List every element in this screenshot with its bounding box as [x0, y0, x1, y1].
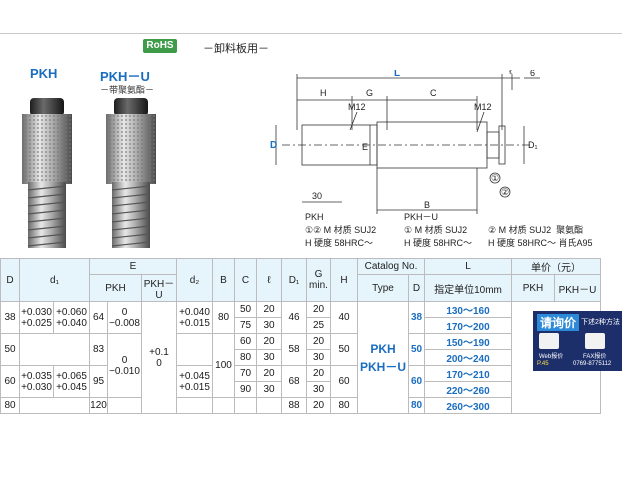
dim-B: B	[424, 200, 430, 210]
dim-M12-b: M12	[474, 102, 492, 112]
dim-H: H	[320, 88, 327, 98]
col-C: C	[234, 258, 257, 302]
dim-G: G	[366, 88, 373, 98]
inquiry-title: 请询价	[537, 314, 580, 331]
dim-D: D	[270, 140, 277, 151]
dim-30: 30	[312, 191, 322, 201]
web-quote-label[interactable]: Web报价	[539, 354, 564, 360]
product-header-area: RoHS PKH PKH－U －带聚氨酯－	[0, 33, 622, 259]
dim-C: C	[430, 88, 437, 98]
product-pkh-label: PKH	[30, 66, 58, 81]
col-price: 单价（元）	[511, 258, 601, 275]
col-d2: d₂	[176, 258, 213, 302]
col-E-pkh: PKH	[89, 274, 142, 302]
col-E-pkhu: PKH－U	[141, 274, 177, 302]
table-row: 38 +0.030 +0.025 +0.060 +0.040 64 0 −0.0…	[0, 301, 601, 414]
table-row: 60 +0.035 +0.030 +0.065 +0.045 95 +0.045…	[0, 365, 601, 398]
col-H: H	[330, 258, 358, 302]
col-price-pkhu: PKH－U	[554, 274, 601, 302]
table-row: 50 83 0 −0.010 100 60 20 58 20 50 50 150…	[0, 333, 601, 398]
dim-l: ℓ	[509, 70, 513, 76]
col-D1: D₁	[281, 258, 307, 302]
dim-M12-a: M12	[348, 102, 366, 112]
table-row: 80 120 88 20 80 80 260～300	[0, 397, 601, 414]
E-pkhu-tolerance: +0.1 0	[141, 301, 177, 414]
legend-pkh: PKH ①② M 材质 SUJ2 H 硬度 58HRC～	[305, 212, 377, 248]
col-B: B	[212, 258, 235, 302]
technical-drawing: L D ℓ 6 H G C M12 M12 E D₁ 30 B ① ②	[270, 70, 540, 214]
usage-title: －卸料板用－	[203, 43, 269, 55]
col-d1: d₁	[19, 258, 90, 302]
legend-part2: ② M 材质 SUJ2 聚氨酯 H 硬度 58HRC～ 肖氏A95	[488, 225, 593, 248]
dim-6: 6	[530, 70, 535, 78]
dim-L: L	[394, 70, 400, 79]
col-D: D	[0, 258, 20, 302]
callout-2: ②	[501, 187, 509, 197]
col-E: E	[89, 258, 177, 275]
dim-D1: D₁	[528, 140, 538, 150]
table-row: 75 30 25 170～200	[1, 317, 601, 334]
pkhu-product-image	[106, 98, 156, 248]
col-L-sub: 指定单位10mm	[424, 274, 512, 302]
col-type: Type	[357, 274, 409, 302]
web-quote-icon	[539, 333, 559, 349]
col-catalog: Catalog No.	[357, 258, 425, 275]
col-catD: D	[408, 274, 425, 302]
fax-quote-icon	[585, 333, 605, 349]
dim-E: E	[362, 142, 368, 152]
fax-quote-label[interactable]: FAX报价	[583, 354, 607, 360]
col-price-pkh: PKH	[511, 274, 555, 302]
inquiry-ad-banner[interactable]: 请询价 下述2种方法 Web报价 FAX报价 P.45 0769-8775112	[533, 311, 622, 371]
col-L: L	[424, 258, 512, 275]
callout-1: ①	[491, 173, 499, 183]
pkh-product-image	[22, 98, 72, 248]
rohs-badge: RoHS	[143, 39, 177, 53]
product-pkhu-label: PKH－U	[100, 69, 150, 84]
col-l: ℓ	[256, 258, 282, 302]
product-pkhu-sub: －带聚氨酯－	[100, 85, 155, 95]
legend-pkhu: PKH－U ① M 材质 SUJ2 H 硬度 58HRC～	[404, 212, 473, 248]
